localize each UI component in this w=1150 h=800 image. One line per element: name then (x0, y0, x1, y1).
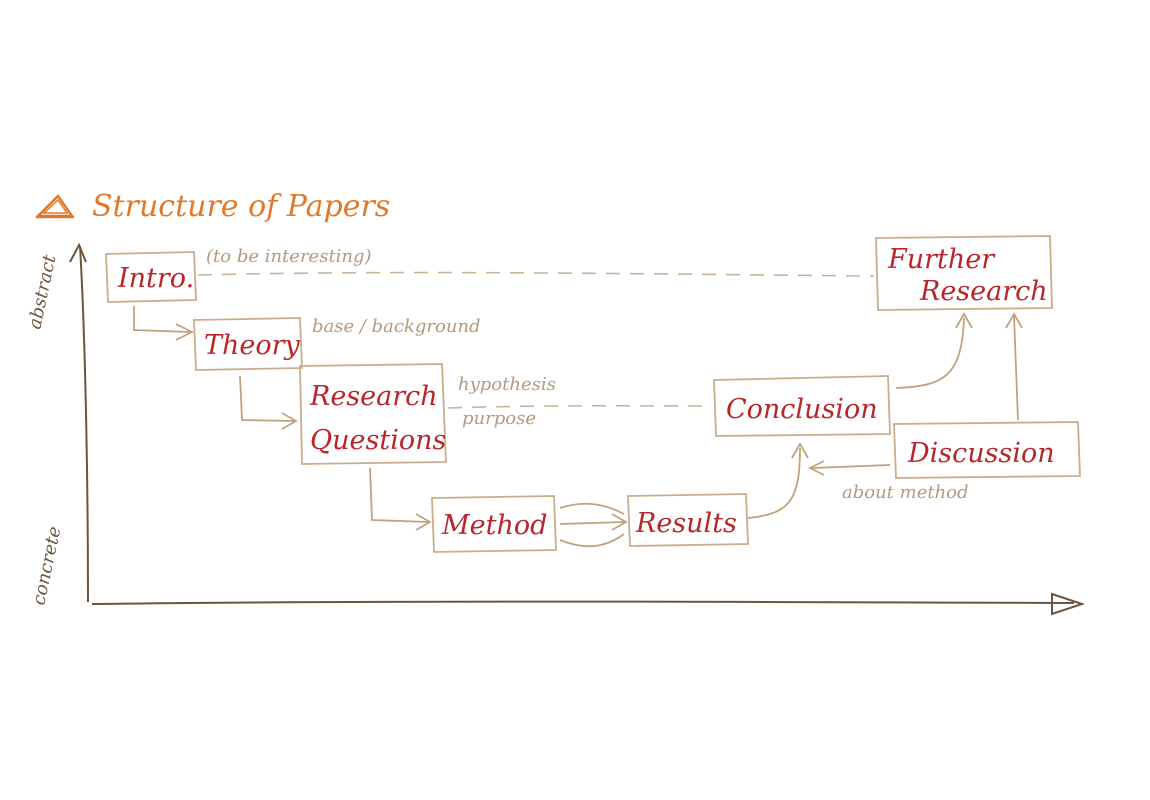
arrowhead-icon (1005, 312, 1023, 329)
box-research-questions (299, 363, 447, 465)
note-discussion: about method (842, 482, 969, 503)
note-intro: (to be interesting) (206, 246, 372, 267)
dashed-connectors (197, 271, 875, 409)
note-research-questions-line-2: purpose (462, 408, 536, 429)
node-further-research-line-1: Further (887, 244, 996, 275)
horizontal-axis (91, 600, 1075, 605)
box-results (627, 493, 749, 547)
arrow-questions-method (369, 467, 429, 523)
node-theory: Theory (204, 330, 301, 361)
arrow-results-conclusion (747, 447, 801, 519)
node-method: Method (441, 510, 547, 541)
arrowhead-icon (791, 442, 809, 459)
box-conclusion (713, 375, 891, 437)
box-discussion (893, 421, 1081, 479)
arrow-method-results-middle (559, 521, 625, 525)
arrowhead-icon (69, 242, 87, 263)
arrow-intro-theory (133, 306, 191, 333)
arrow-discussion-further (1013, 315, 1019, 421)
arrowhead-icon (175, 323, 195, 341)
arrow-method-results-bottom (559, 533, 625, 548)
annotation-notes: (to be interesting) base / background hy… (206, 246, 969, 503)
diagram-title: Structure of Papers (92, 189, 390, 224)
node-boxes (105, 235, 1081, 553)
arrow-theory-questions (239, 375, 295, 422)
warning-triangle-icon (34, 194, 75, 219)
arrow-connectors (133, 306, 1023, 548)
dashed-line-intro-further (197, 271, 875, 277)
box-method (431, 495, 557, 553)
dashed-line-questions-conclusion (447, 405, 713, 409)
arrow-method-results-top (559, 502, 625, 515)
node-labels: Intro. Theory Research Questions Method … (117, 244, 1055, 541)
node-intro: Intro. (117, 263, 194, 294)
note-research-questions-line-1: hypothesis (458, 374, 556, 395)
arrow-conclusion-further (895, 317, 965, 389)
node-research-questions-line-1: Research (309, 381, 438, 412)
node-conclusion: Conclusion (726, 394, 878, 425)
arrow-discussion-conclusion (811, 464, 891, 469)
node-discussion: Discussion (907, 438, 1055, 469)
note-theory: base / background (312, 316, 481, 337)
arrowhead-icon (415, 513, 432, 531)
arrowhead-icon (281, 412, 298, 430)
arrowhead-icon (611, 513, 628, 531)
box-intro (105, 251, 197, 303)
axis-label-concrete: concrete (28, 525, 65, 607)
node-research-questions-line-2: Questions (310, 425, 446, 456)
arrowhead-icon (955, 312, 973, 329)
node-further-research-line-2: Research (919, 276, 1048, 307)
arrowhead-icon (1051, 592, 1086, 616)
title-group: Structure of Papers (34, 189, 390, 224)
box-further-research (875, 235, 1053, 311)
arrowhead-icon (807, 460, 825, 476)
node-results: Results (635, 508, 737, 539)
axis-label-abstract: abstract (24, 252, 60, 331)
box-theory (193, 317, 303, 371)
vertical-axis (79, 245, 89, 603)
